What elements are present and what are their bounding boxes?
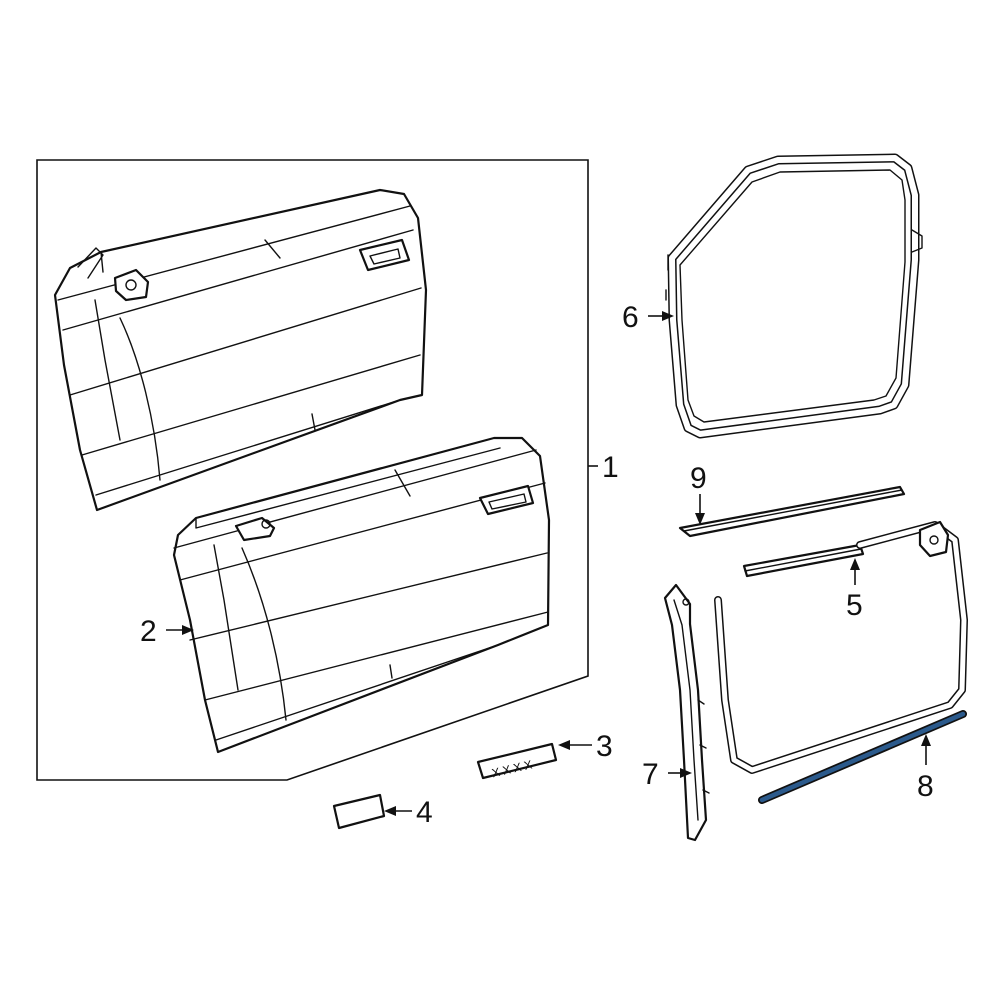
front-door-seal[interactable] <box>663 583 710 842</box>
assembly-group-box <box>36 159 589 781</box>
inner-belt-weatherstrip[interactable] <box>742 543 865 578</box>
arrow-4 <box>384 806 396 816</box>
belt-molding[interactable] <box>678 485 906 538</box>
arrow-6 <box>662 311 674 321</box>
arrow-8 <box>921 734 931 746</box>
door-seal[interactable] <box>714 520 968 774</box>
arrow-9 <box>695 513 705 525</box>
callout-5: 5 <box>846 589 863 622</box>
callout-2: 2 <box>140 615 157 648</box>
arrow-3 <box>558 740 570 750</box>
lower-seal-highlight <box>759 711 966 803</box>
door-emblem[interactable]: XXXX <box>476 742 558 780</box>
callout-7: 7 <box>642 758 659 791</box>
callout-8: 8 <box>917 770 934 803</box>
arrow-5 <box>850 558 860 570</box>
arrow-7 <box>680 768 692 778</box>
door-label[interactable] <box>332 793 386 830</box>
callout-3: 3 <box>596 730 613 763</box>
lower-door-seal[interactable] <box>758 710 967 804</box>
door-shell-upper[interactable] <box>53 188 428 512</box>
callout-1: 1 <box>602 451 619 484</box>
door-opening-weatherstrip[interactable] <box>665 153 923 439</box>
arrow-2 <box>182 625 194 635</box>
callout-9: 9 <box>690 462 707 495</box>
callout-6: 6 <box>622 301 639 334</box>
callout-4: 4 <box>416 796 433 829</box>
door-shell-lower[interactable] <box>172 436 551 754</box>
